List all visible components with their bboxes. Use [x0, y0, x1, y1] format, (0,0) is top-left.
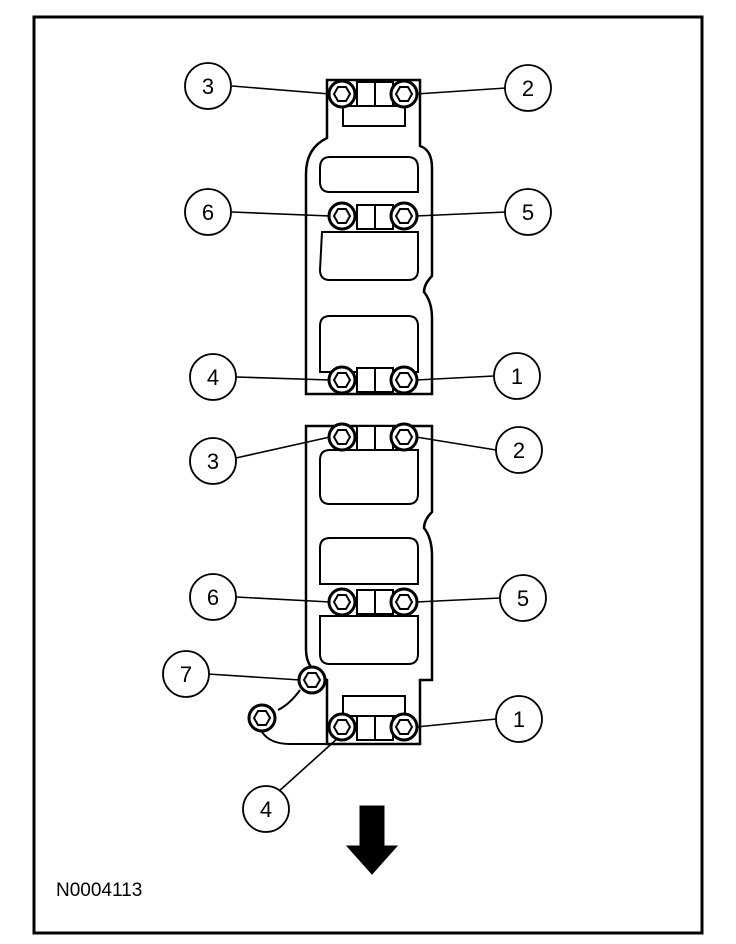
callout-1: 1 — [493, 352, 541, 400]
svg-text:5: 5 — [517, 586, 529, 611]
callout-7: 7 — [162, 650, 210, 698]
svg-text:1: 1 — [513, 707, 525, 732]
svg-text:6: 6 — [202, 200, 214, 225]
callout-5: 5 — [499, 574, 547, 622]
svg-text:1: 1 — [511, 364, 523, 389]
callout-3: 3 — [189, 437, 237, 485]
callout-6: 6 — [189, 573, 237, 621]
bolt-7-icon — [297, 665, 327, 695]
callout-6: 6 — [184, 188, 232, 236]
figure-border — [32, 15, 704, 935]
bolt-2-icon — [389, 79, 419, 109]
bolt-6-icon — [327, 201, 357, 231]
svg-text:5: 5 — [522, 200, 534, 225]
callout-3: 3 — [184, 62, 232, 110]
callout-4: 4 — [189, 353, 237, 401]
bolt-2-icon — [389, 422, 419, 452]
callout-1: 1 — [495, 695, 543, 743]
bolt-3-icon — [327, 79, 357, 109]
svg-text:2: 2 — [513, 438, 525, 463]
callout-5: 5 — [504, 188, 552, 236]
bolt-1-icon — [389, 712, 419, 742]
bolt-6-icon — [327, 587, 357, 617]
svg-text:2: 2 — [522, 76, 534, 101]
bolt-5-icon — [389, 587, 419, 617]
top-bearing-bracket — [304, 78, 434, 396]
svg-text:4: 4 — [207, 365, 219, 390]
svg-text:7: 7 — [180, 662, 192, 687]
svg-text:3: 3 — [207, 449, 219, 474]
bolt-4-icon — [327, 365, 357, 395]
arrow-down-icon — [345, 805, 399, 875]
stud-bolt-icon — [247, 703, 277, 733]
callout-2: 2 — [495, 426, 543, 474]
bolt-5-icon — [389, 201, 419, 231]
callout-4: 4 — [242, 785, 290, 833]
bolt-3-icon — [327, 422, 357, 452]
bolt-1-icon — [389, 365, 419, 395]
leader-lines — [207, 85, 507, 793]
svg-text:6: 6 — [207, 585, 219, 610]
bolt-4-icon — [327, 712, 357, 742]
svg-text:4: 4 — [260, 797, 272, 822]
bottom-bearing-bracket — [247, 422, 434, 746]
svg-text:3: 3 — [202, 74, 214, 99]
figure-id: N0004113 — [56, 880, 143, 901]
callout-2: 2 — [504, 64, 552, 112]
